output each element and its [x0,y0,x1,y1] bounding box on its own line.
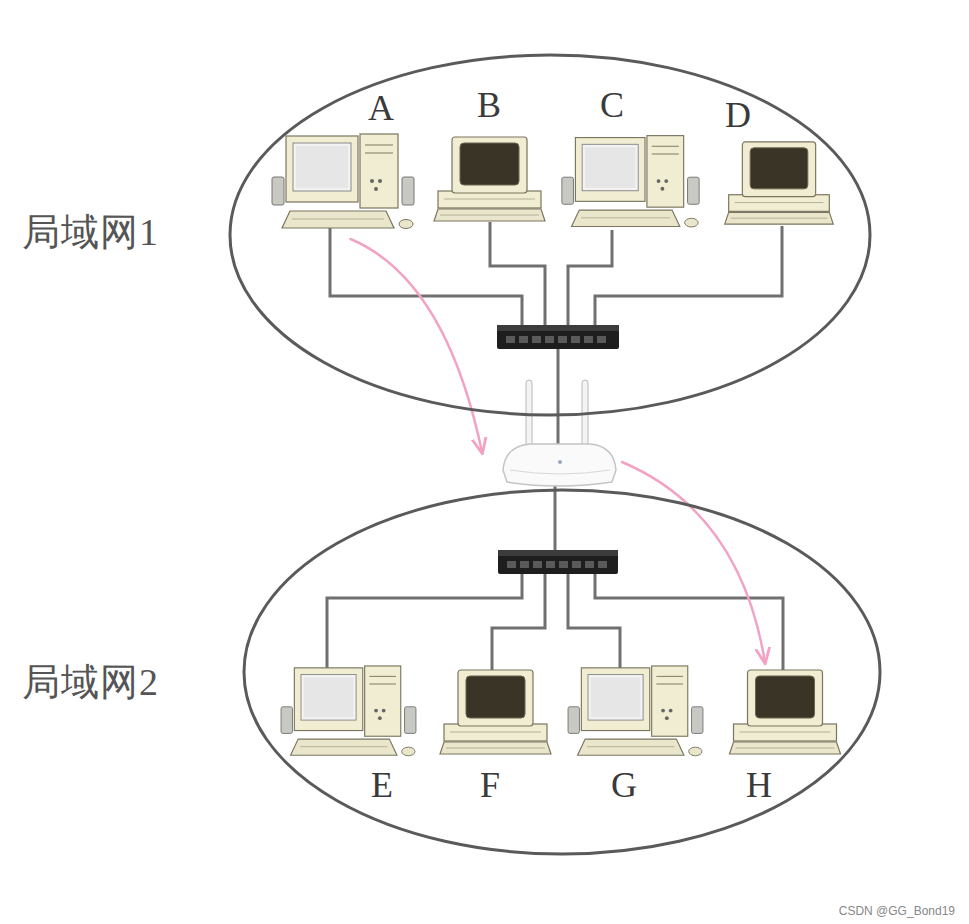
computer-letter: E [371,765,393,805]
terminal-computer-icon [720,140,838,226]
computer-node: F [438,668,553,808]
network-label: 局域网1 [22,210,159,254]
computer-node: G [563,665,708,810]
computer-letter: H [746,765,772,805]
computer-letter: B [477,85,501,125]
computer-node: H [726,668,844,808]
computer-node: A [268,88,418,233]
lan-region: 局域网2E F G H [15,485,885,865]
desktop-computer-icon [268,133,418,233]
computer-node: B [432,85,547,225]
watermark: CSDN @GG_Bond19 [839,904,955,918]
computer-letter: D [725,95,751,135]
switch-icon [497,325,619,349]
computer-node: C [558,85,703,233]
computer-node: D [720,95,838,227]
terminal-computer-icon [432,135,547,223]
terminal-computer-icon [726,668,844,756]
computer-letter: F [480,765,500,805]
computer-letter: G [611,765,637,805]
desktop-computer-icon [276,665,421,760]
terminal-computer-icon [438,668,553,756]
computer-letter: C [600,85,624,125]
router-icon [503,380,616,486]
computer-letter: A [368,88,394,128]
desktop-computer-icon [563,665,708,760]
switch-icon [498,550,618,574]
computer-node: E [276,665,421,810]
network-label: 局域网2 [22,660,159,704]
lan-region: 局域网1 A B C D [15,45,885,425]
data-flow-arrow [351,239,765,662]
desktop-computer-icon [558,133,703,233]
